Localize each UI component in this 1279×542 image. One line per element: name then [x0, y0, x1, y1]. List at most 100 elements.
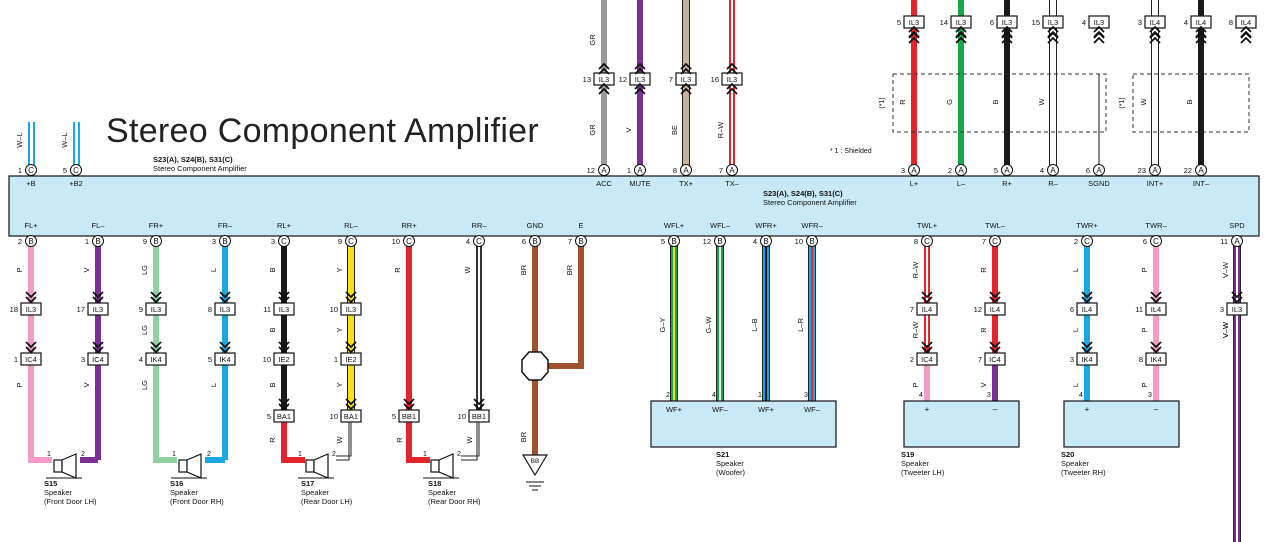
top-wire-label-2: GR [588, 124, 597, 136]
bot-chev1-17-1 [1150, 296, 1162, 304]
bot-ik-16-label: IK4 [1081, 355, 1092, 364]
top-chev2-7-1 [955, 31, 967, 39]
bot-chev1-1-0 [92, 291, 104, 299]
bot-pin-15 [989, 235, 1001, 247]
wire-bot-7c [461, 422, 480, 457]
bot-chev1-4-1 [278, 296, 290, 304]
bot-pin-label-10: WFL+ [664, 221, 685, 230]
bot-pin-5-letter: C [348, 237, 354, 246]
top-pin-label-1: +B2 [69, 179, 83, 188]
speaker-type-4: Speaker [716, 459, 744, 468]
top-pin-9 [1047, 164, 1059, 176]
bot-ik-17 [1145, 352, 1167, 366]
bot-chev1-2-0 [150, 291, 162, 299]
bot-w1-18: V–W [1221, 261, 1230, 278]
top-chev-10-1 [1093, 25, 1105, 33]
bot-pin-label-5: RL– [344, 221, 359, 230]
speaker-id-0: S15 [44, 479, 57, 488]
bot-pin-num-5: 9 [338, 237, 342, 246]
wire-bot-4b [281, 422, 305, 463]
bot-w1-4: B [268, 267, 277, 272]
bot-chev1-18-1 [1231, 296, 1243, 304]
top-pin-num-8: 5 [994, 166, 998, 175]
shield-note: * 1 : Shielded [830, 148, 872, 155]
speaker-icon-2-magnet [305, 459, 315, 473]
bot-w2-spd: V–W [1221, 321, 1230, 338]
bot-w1-2: LG [140, 265, 149, 275]
wire-top-label-1: W–L [60, 132, 69, 147]
top-pin-num-10: 6 [1086, 166, 1090, 175]
shield-box-right [1132, 73, 1250, 133]
bot-w4-5: W [335, 436, 344, 444]
bot-il-num-5: 10 [330, 305, 338, 314]
bot-w2-8: BR [519, 431, 528, 442]
speaker-pin-2: 1 [172, 451, 176, 458]
top-il-num-13: 8 [1229, 18, 1233, 27]
speaker-type-6: Speaker [1061, 459, 1089, 468]
bot-w1-13: L–R [796, 318, 805, 332]
bot-chev2-5-0 [345, 341, 357, 349]
wire-bot-7d [461, 422, 478, 461]
top-pin-0-letter: C [28, 166, 34, 175]
bot-pin-num-18: 11 [1220, 237, 1228, 246]
top-chev2-11-1 [1149, 31, 1161, 39]
top-il-12-label: IL4 [1196, 18, 1206, 27]
top-pin-10-letter: A [1096, 166, 1102, 175]
speaker-icon-0-magnet [53, 459, 63, 473]
top-pin-label-5: TX– [725, 179, 740, 188]
top-chev2-13-0 [1240, 36, 1252, 44]
bot-pin-6-letter: C [406, 237, 412, 246]
top-pin-num-6: 3 [901, 166, 905, 175]
tweeter-term-2: + [1085, 405, 1090, 414]
speaker-id-3: S18 [428, 479, 441, 488]
bot-chev2-1-1 [92, 346, 104, 354]
bot-rr-plus-w: R [395, 437, 404, 443]
bot-pin-13-letter: B [809, 237, 814, 246]
bot-pin-num-17: 6 [1143, 237, 1147, 246]
bot-ik-1 [87, 352, 109, 366]
speaker-pin-4: 1 [298, 451, 302, 458]
woofer-pin-num-0: 2 [666, 392, 670, 399]
bot-ik-num-0: 1 [14, 355, 18, 364]
woofer-pin-num-1: 4 [712, 392, 716, 399]
bot-pin-12 [760, 235, 772, 247]
top-wire-label-4: BE [670, 125, 679, 135]
top-chev2-13-1 [1240, 31, 1252, 39]
bot-pin-label-6: RR+ [401, 221, 417, 230]
top-chev2-8-0 [1001, 36, 1013, 44]
bot-pin-4 [278, 235, 290, 247]
bot-il-num-0: 18 [10, 305, 18, 314]
bot-chev2-4-1 [278, 346, 290, 354]
bot-ba-5-label: BA1 [344, 412, 358, 421]
bot-il-5 [340, 302, 362, 316]
speaker-type-1: Speaker [170, 488, 198, 497]
bot-w4-4: R [268, 437, 277, 443]
bot-w2-15: R [979, 327, 988, 333]
bot-pin-11-letter: B [717, 237, 722, 246]
top-wire-label-7: G [945, 99, 954, 105]
top-chev-9-1 [1047, 25, 1059, 33]
bot-pin-label-15: TWL– [985, 221, 1006, 230]
top-chev-up-2-0 [598, 67, 610, 75]
top-chev-up-4-1 [680, 62, 692, 70]
bot-il-num-3: 8 [208, 305, 212, 314]
bot-w1-5: Y [335, 267, 344, 272]
top-pin-num-4: 8 [673, 166, 677, 175]
bot-pin-15-letter: C [992, 237, 998, 246]
bot-pin-num-9: 7 [568, 237, 572, 246]
top-il-6-label: IL3 [909, 18, 919, 27]
bot-ik-15-label: IC4 [989, 355, 1001, 364]
bot-il-1 [87, 302, 109, 316]
top-pin-num-0: 1 [18, 166, 22, 175]
bot-w1-14: R–W [911, 261, 920, 279]
bot-chev2-1-0 [92, 341, 104, 349]
bot-chev2-15-0 [989, 341, 1001, 349]
bot-pin-8-letter: B [532, 237, 537, 246]
bot-il-2-label: IL3 [151, 305, 161, 314]
bot-w1-7: W [463, 266, 472, 274]
speaker-icon-1-magnet [178, 459, 188, 473]
bot-pin-num-2: 9 [143, 237, 147, 246]
bot-chev1-3-0 [219, 291, 231, 299]
top-il-5-label: IL3 [727, 75, 737, 84]
bot-w3-0: P [15, 382, 24, 387]
